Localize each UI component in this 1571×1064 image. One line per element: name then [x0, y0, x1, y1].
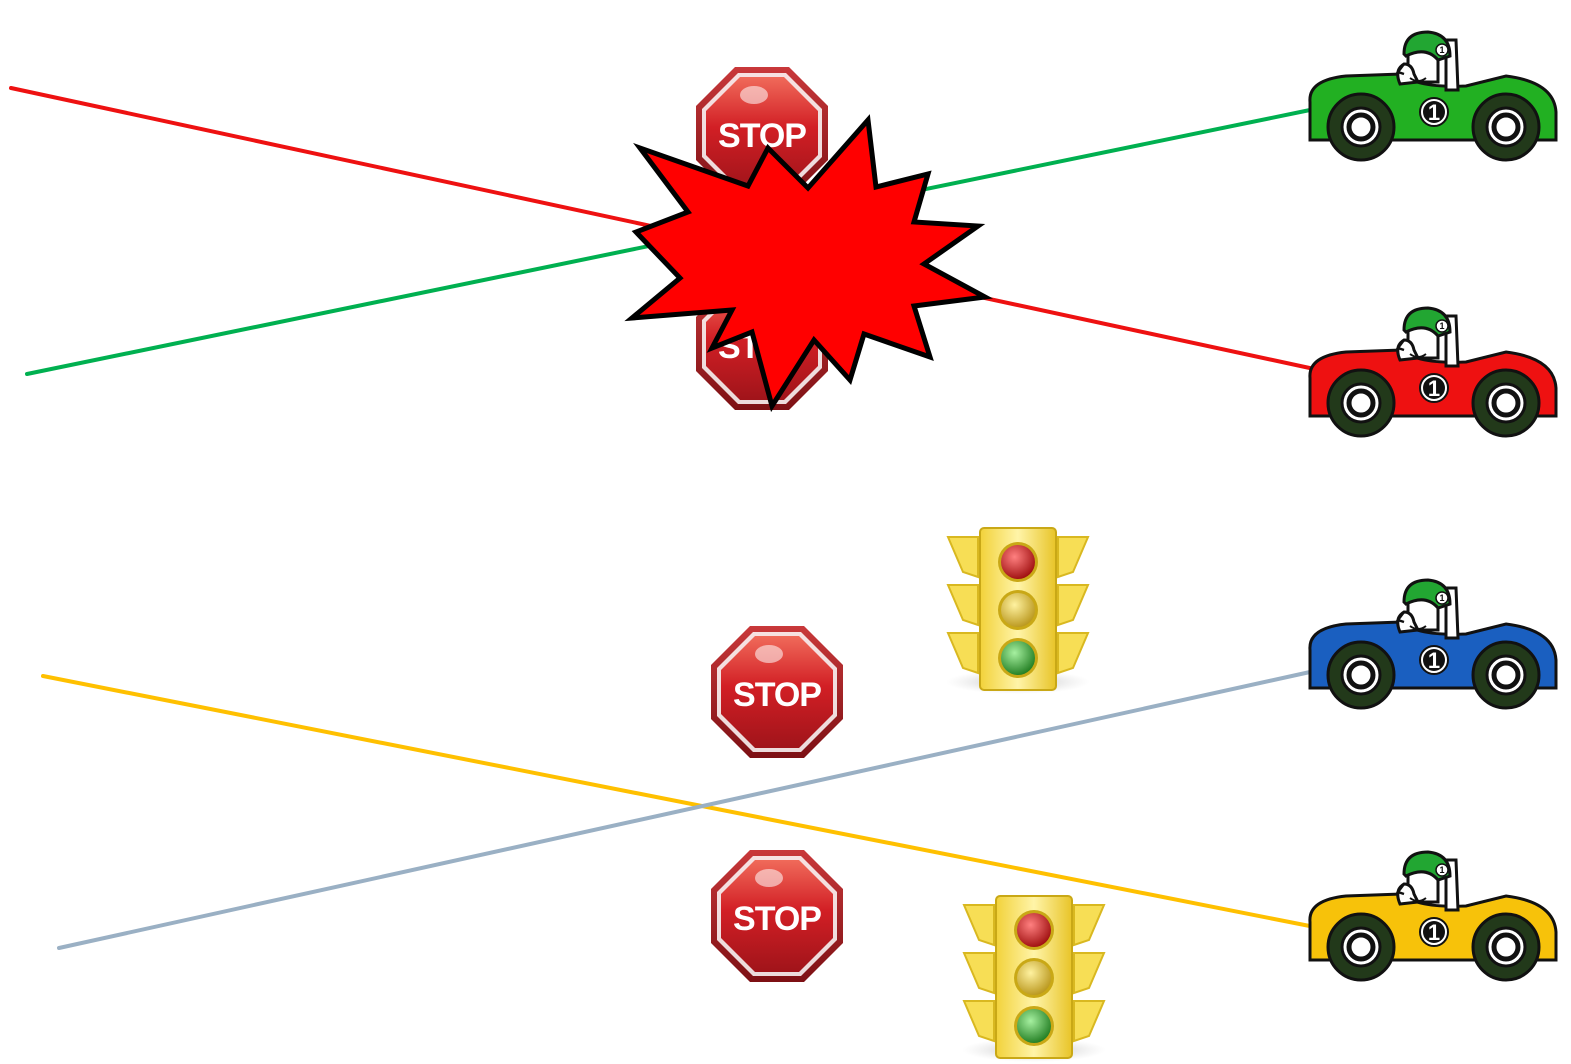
traffic-light-icon: [961, 895, 1107, 1063]
blue-car-path: [57, 670, 1312, 950]
blue-race-car: 1 1: [1308, 578, 1558, 708]
svg-text:1: 1: [1439, 321, 1444, 331]
car-number: 1: [1428, 648, 1440, 673]
green-race-car: 1 1: [1308, 30, 1558, 160]
traffic-light-icon: [945, 527, 1091, 695]
helmet-icon: 1: [1402, 578, 1452, 610]
stop-sign-label: STOP: [733, 676, 821, 714]
car-number: 1: [1428, 100, 1440, 125]
svg-text:1: 1: [1439, 45, 1444, 55]
helmet-icon: 1: [1402, 30, 1452, 62]
yellow-race-car: 1 1: [1308, 850, 1558, 980]
stop-sign: STOP: [711, 850, 843, 982]
stop-sign: STOP: [711, 626, 843, 758]
stop-sign-label: STOP: [733, 900, 821, 938]
yellow-car-path: [41, 674, 1332, 932]
car-number: 1: [1428, 376, 1440, 401]
stop-sign: STOP: [696, 67, 828, 199]
helmet-icon: 1: [1402, 850, 1452, 882]
red-race-car: 1 1: [1308, 306, 1558, 436]
car-number: 1: [1428, 920, 1440, 945]
stop-sign-label: STOP: [718, 117, 806, 155]
crash-explosion-icon: [624, 114, 994, 413]
svg-text:1: 1: [1439, 865, 1444, 875]
svg-text:1: 1: [1439, 593, 1444, 603]
helmet-icon: 1: [1402, 306, 1452, 338]
